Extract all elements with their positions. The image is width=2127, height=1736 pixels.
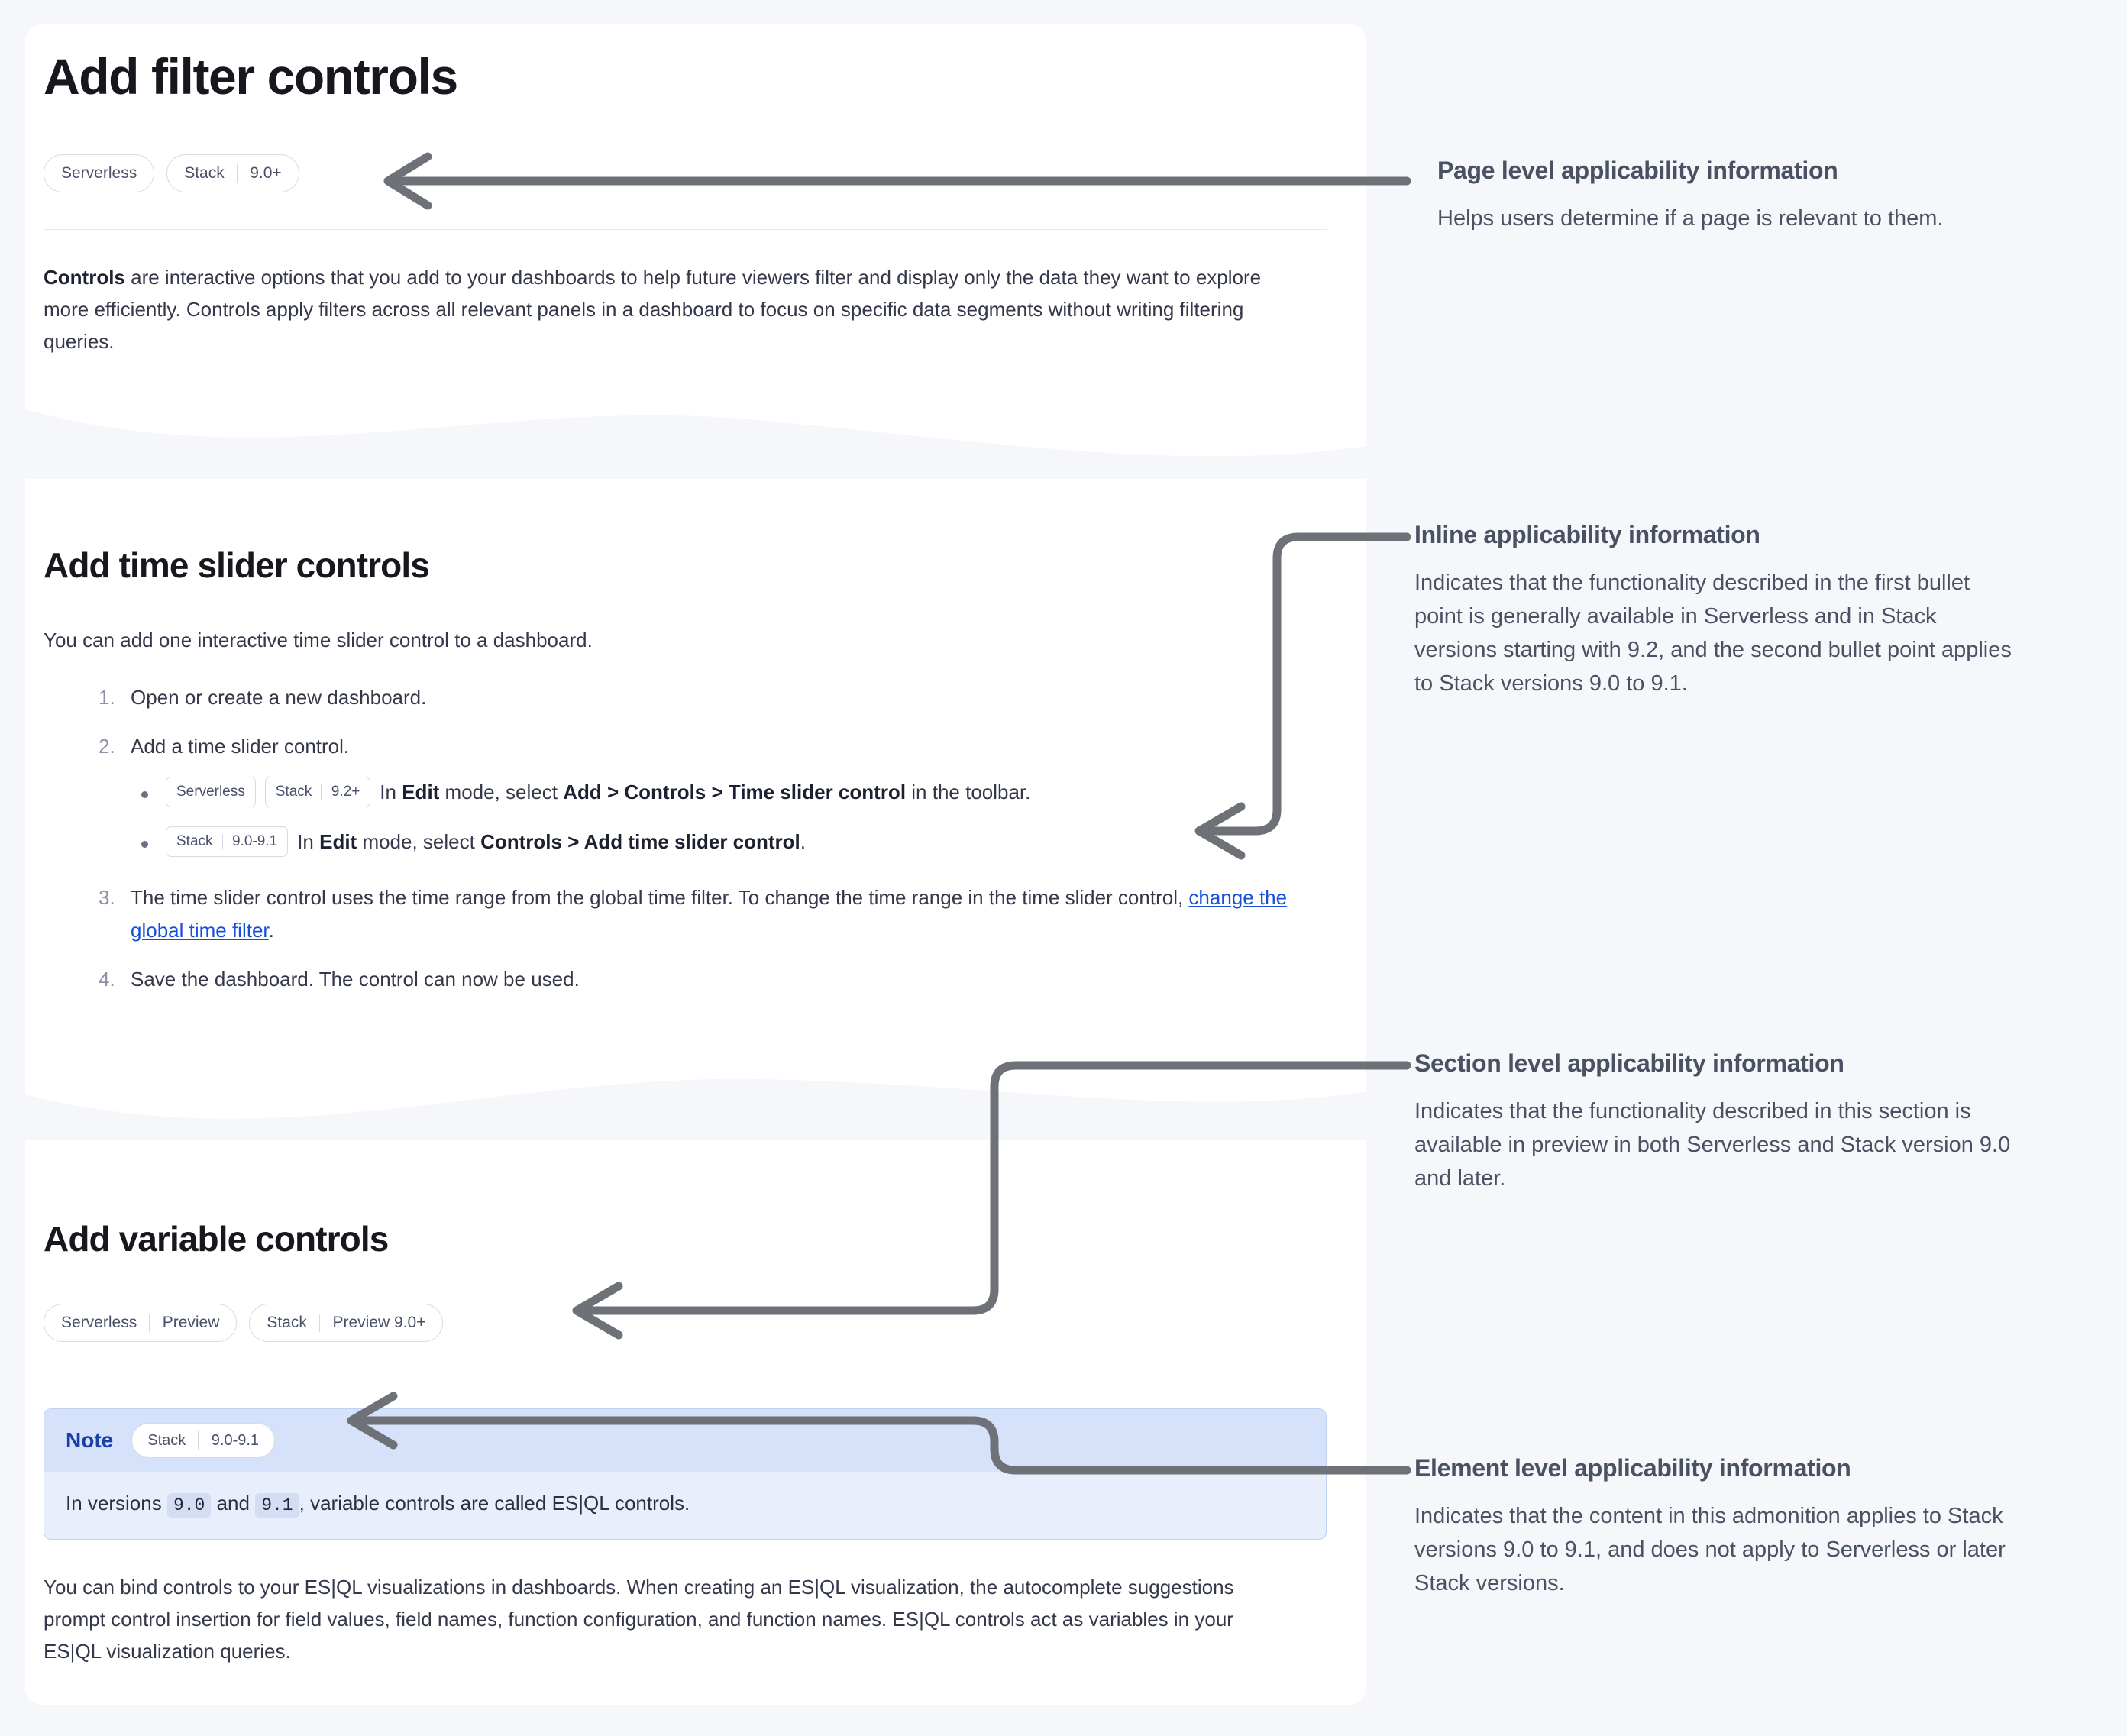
bullet-1-b1: Edit (402, 781, 440, 804)
bullet-2-b2: Controls (480, 830, 562, 854)
bullet-2-tail: . (800, 830, 807, 854)
time-slider-steps: Open or create a new dashboard. Add a ti… (95, 681, 1333, 1012)
intro-lead: Controls (44, 266, 125, 289)
inline-badge-divider (321, 784, 322, 800)
page-header-section: Add filter controls Serverless Stack 9.0… (25, 24, 1366, 399)
inline-badge-stack-version: 9.2+ (331, 783, 360, 800)
inline-badge-stack2-name: Stack (176, 833, 213, 850)
note-body-post: , variable controls are called ES|QL con… (299, 1492, 690, 1515)
page-title: Add filter controls (44, 48, 458, 105)
annotation-element-level-title: Element level applicability information (1414, 1454, 1851, 1482)
document-panel: Add filter controls Serverless Stack 9.0… (25, 24, 1366, 1705)
annotation-section-level-body: Indicates that the functionality describ… (1414, 1099, 2011, 1191)
note-body-pre: In versions (66, 1492, 167, 1515)
badge-stack-preview-version: Preview 9.0+ (332, 1314, 426, 1331)
variable-controls-paragraph: You can bind controls to your ES|QL visu… (44, 1576, 1234, 1663)
step-4: Save the dashboard. The control can now … (95, 963, 1333, 995)
annotation-page-level-title: Page level applicability information (1437, 157, 1838, 184)
annotation-page-level: Page level applicability information Hel… (1437, 157, 2041, 235)
time-slider-section: Add time slider controls You can add one… (25, 479, 1366, 1059)
bullet-2: Stack 9.0-9.1 In Edit mode, select Contr… (131, 826, 1333, 858)
step-1-text: Open or create a new dashboard. (131, 686, 427, 709)
bullet-2-sep1: > (561, 830, 584, 854)
bullet-2-b3: Add time slider control (583, 830, 800, 854)
badge-divider-3 (149, 1314, 150, 1332)
annotation-inline-title: Inline applicability information (1414, 521, 1760, 548)
bullet-2-b1: Edit (319, 830, 357, 854)
intro-rest: are interactive options that you add to … (44, 266, 1262, 354)
note-body-mid: and (211, 1492, 256, 1515)
step-3: The time slider control uses the time ra… (95, 881, 1333, 946)
time-slider-intro: You can add one interactive time slider … (44, 629, 593, 651)
bullet-1-mid1: mode, select (439, 781, 564, 804)
bullet-1-tail: in the toolbar. (906, 781, 1031, 804)
badge-serverless-preview[interactable]: Serverless Preview (44, 1304, 238, 1342)
note-admonition: Note Stack 9.0-9.1 In versions 9.0 and 9… (44, 1408, 1327, 1540)
annotation-inline: Inline applicability information Indicat… (1414, 521, 2018, 700)
badge-serverless[interactable]: Serverless (44, 154, 155, 192)
note-badge-version: 9.0-9.1 (211, 1431, 260, 1449)
annotation-element-level: Element level applicability information … (1414, 1454, 2018, 1600)
inline-badge-stack-92[interactable]: Stack 9.2+ (264, 777, 371, 808)
badge-divider-4 (318, 1314, 321, 1332)
note-header: Note Stack 9.0-9.1 (44, 1409, 1326, 1472)
bullet-2-prefix: In (297, 830, 320, 854)
bullet-1-b3: Controls (624, 781, 706, 804)
bullet-1-sep2: > (706, 781, 729, 804)
badge-stack-preview[interactable]: Stack Preview 9.0+ (249, 1304, 444, 1342)
bullet-1-b4: Time slider control (728, 781, 907, 804)
variable-controls-heading: Add variable controls (44, 1219, 389, 1259)
bullet-1: Serverless Stack 9.2+ In Edit mode, sele… (131, 776, 1333, 809)
annotation-inline-body: Indicates that the functionality describ… (1414, 571, 2012, 697)
wave-divider-1 (25, 399, 1366, 479)
inline-badge-stack-90-91[interactable]: Stack 9.0-9.1 (166, 826, 289, 858)
wave-divider-2 (25, 1059, 1366, 1140)
note-badge-name: Stack (147, 1431, 186, 1449)
badge-serverless-preview-name: Serverless (61, 1314, 137, 1331)
inline-badge-divider-2 (221, 834, 224, 850)
inline-badge-serverless-name: Serverless (176, 783, 245, 800)
badge-stack[interactable]: Stack 9.0+ (166, 154, 299, 192)
inline-badge-serverless[interactable]: Serverless (166, 777, 256, 808)
inline-badge-stack-name: Stack (275, 783, 312, 800)
step-3-tail: . (268, 918, 274, 942)
note-code-90: 9.0 (166, 1493, 212, 1518)
section-applicability-badges: Serverless Preview Stack Preview 9.0+ (44, 1304, 444, 1342)
badge-serverless-name: Serverless (61, 164, 137, 182)
bullet-1-prefix: In (380, 781, 402, 804)
step-2-text: Add a time slider control. (131, 735, 350, 758)
step-2: Add a time slider control. Serverless St… (95, 730, 1333, 858)
step-2-bullets: Serverless Stack 9.2+ In Edit mode, sele… (131, 776, 1333, 858)
inline-badge-stack2-version: 9.0-9.1 (232, 833, 278, 850)
annotation-section-level-title: Section level applicability information (1414, 1049, 1844, 1077)
bullet-1-b2: Add (563, 781, 602, 804)
header-divider-rule (44, 229, 1327, 230)
note-code-91: 9.1 (255, 1493, 299, 1518)
badge-stack-version: 9.0+ (250, 164, 282, 182)
bullet-2-mid1: mode, select (357, 830, 481, 854)
note-label: Note (66, 1428, 114, 1452)
badge-serverless-preview-version: Preview (162, 1314, 220, 1331)
annotation-section-level: Section level applicability information … (1414, 1049, 2018, 1195)
intro-paragraph: Controls are interactive options that yo… (44, 261, 1311, 357)
variable-controls-section: Add variable controls Serverless Preview… (25, 1140, 1366, 1705)
badge-stack-preview-name: Stack (267, 1314, 307, 1331)
time-slider-heading: Add time slider controls (44, 545, 430, 585)
note-badge-stack[interactable]: Stack 9.0-9.1 (131, 1423, 276, 1458)
note-badge-divider (198, 1431, 199, 1450)
badge-divider (236, 164, 238, 183)
badge-stack-name: Stack (184, 164, 225, 182)
step-3-text: The time slider control uses the time ra… (131, 886, 1189, 910)
bullet-1-sep1: > (601, 781, 625, 804)
annotation-page-level-body: Helps users determine if a page is relev… (1437, 206, 1944, 231)
page-applicability-badges: Serverless Stack 9.0+ (44, 154, 299, 192)
step-1: Open or create a new dashboard. (95, 681, 1333, 713)
annotation-element-level-body: Indicates that the content in this admon… (1414, 1504, 2006, 1596)
global-time-filter-link[interactable]: change the global time filter (131, 886, 1288, 942)
note-body: In versions 9.0 and 9.1, variable contro… (44, 1472, 1326, 1539)
step-4-text: Save the dashboard. The control can now … (131, 967, 580, 991)
